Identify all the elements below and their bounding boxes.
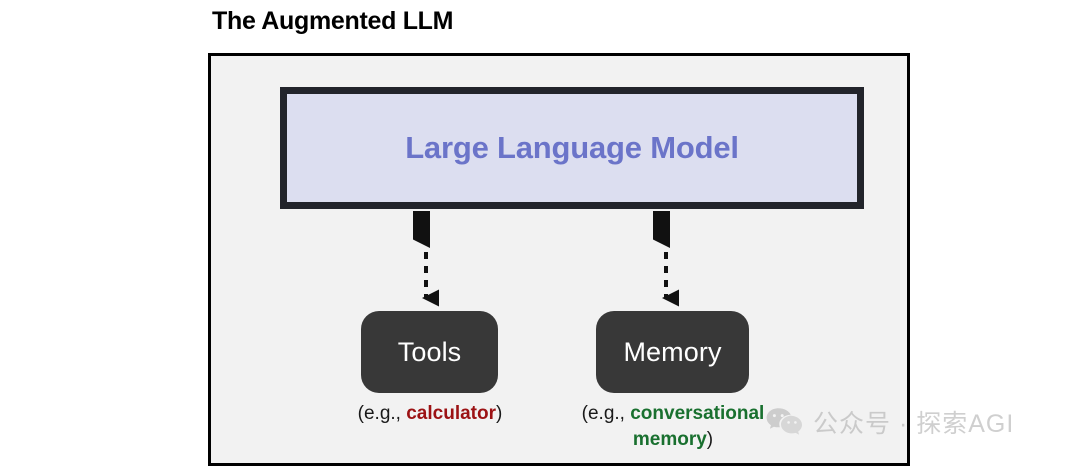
page-title: The Augmented LLM bbox=[212, 7, 454, 35]
llm-tools-connector bbox=[413, 211, 439, 311]
caption-suffix: ) bbox=[496, 403, 503, 424]
node-tools-label: Tools bbox=[397, 336, 462, 367]
caption-highlight: conversational memory bbox=[630, 403, 765, 450]
diagram-frame: Large Language Model Tools Mem bbox=[208, 53, 910, 466]
node-memory-label: Memory bbox=[623, 336, 722, 367]
llm-memory-connector bbox=[653, 211, 679, 311]
llm-box: Large Language Model bbox=[280, 87, 864, 209]
llm-box-label: Large Language Model bbox=[405, 130, 739, 165]
node-tools-caption: (e.g., calculator) bbox=[323, 401, 537, 427]
node-memory: Memory bbox=[596, 311, 749, 393]
caption-highlight: calculator bbox=[406, 403, 496, 424]
caption-prefix: (e.g., bbox=[581, 403, 631, 424]
caption-prefix: (e.g., bbox=[357, 403, 407, 424]
node-tools: Tools bbox=[361, 311, 498, 393]
node-memory-caption: (e.g., conversational memory) bbox=[544, 401, 802, 452]
caption-suffix: ) bbox=[706, 428, 714, 450]
